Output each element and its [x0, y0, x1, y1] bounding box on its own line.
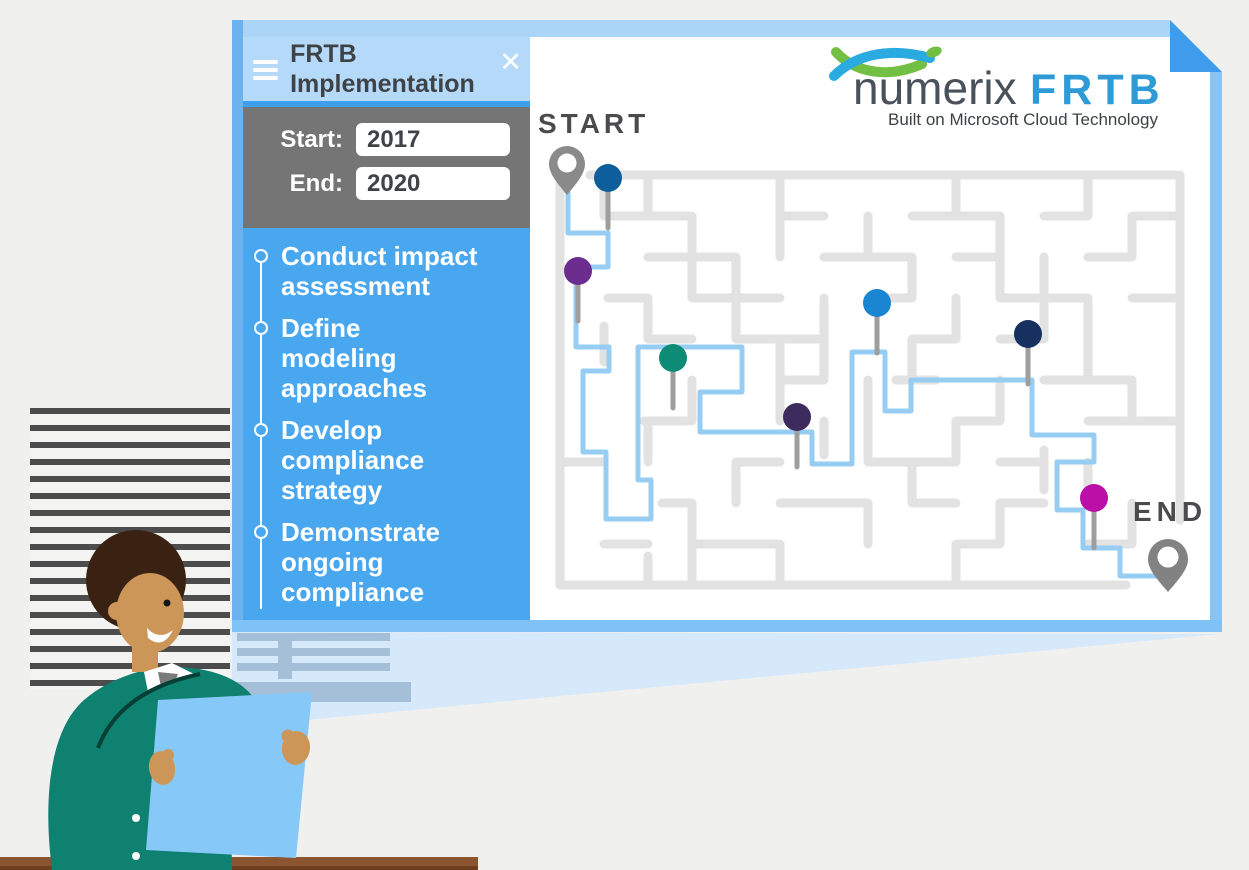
milestone-pin: [1080, 484, 1108, 551]
start-label: Start:: [280, 125, 343, 153]
milestone-pin: [1014, 320, 1042, 387]
window-frame: [232, 620, 1222, 632]
jacket-button: [132, 852, 140, 860]
face: [116, 573, 184, 653]
checklist-item[interactable]: Demonstrate ongoing compliance: [243, 517, 522, 607]
checklist-item[interactable]: Develop compliance strategy: [243, 415, 522, 505]
presenter-illustration: [48, 530, 312, 870]
close-icon[interactable]: ✕: [499, 47, 522, 77]
milestone-pin: [783, 403, 811, 470]
milestone-pin: [863, 289, 891, 356]
milestone-pin: [659, 344, 687, 411]
logo-tagline: Built on Microsoft Cloud Technology: [888, 110, 1158, 129]
fold-triangle: [1170, 20, 1222, 72]
maze-walls: [555, 170, 1185, 590]
start-marker: [549, 146, 585, 195]
milestone-pins: [564, 164, 1108, 551]
maze-area: numerix FRTB Built on Microsoft Cloud Te…: [538, 46, 1207, 592]
sidebar: FRTB Implementation ✕ Start: End: Conduc…: [243, 37, 530, 620]
presentation-paper: [146, 692, 312, 858]
maze-route: [565, 183, 1165, 579]
smile: [147, 628, 173, 643]
checklist-item[interactable]: Define modeling approaches: [243, 313, 522, 403]
sidebar-header: FRTB Implementation ✕: [243, 37, 530, 101]
swoosh-green: [831, 47, 927, 78]
checklist-item[interactable]: Conduct impact assessment: [243, 241, 522, 301]
app-window: FRTB Implementation ✕ Start: End: Conduc…: [232, 20, 1222, 632]
ear: [108, 602, 126, 620]
folded-corner: [1170, 20, 1222, 72]
end-label: End:: [289, 169, 343, 197]
window-frame: [232, 20, 243, 632]
start-year-input[interactable]: [356, 123, 510, 156]
swoosh-blue: [829, 47, 935, 81]
hair-front: [100, 547, 185, 598]
milestone-pin: [564, 257, 592, 324]
accent-strip: [243, 101, 530, 107]
date-panel: Start: End:: [243, 107, 530, 228]
logo-brand: numerix: [853, 62, 1017, 114]
eye: [163, 599, 171, 607]
numerix-logo: numerix FRTB Built on Microsoft Cloud Te…: [829, 46, 1165, 129]
window-frame: [1210, 20, 1222, 632]
desk-edge: [0, 857, 478, 866]
window-title: FRTB Implementation: [290, 40, 475, 98]
end-label: END: [1133, 496, 1207, 527]
end-marker: [1148, 539, 1188, 592]
start-label: START: [538, 108, 649, 139]
logo-product: FRTB: [1030, 66, 1165, 114]
desk-edge-shadow: [0, 866, 478, 870]
end-year-input[interactable]: [356, 167, 510, 200]
hamburger-icon[interactable]: [253, 56, 279, 84]
projection-beam: [232, 632, 1219, 727]
milestone-pin: [594, 164, 622, 231]
jacket-button: [132, 814, 140, 822]
